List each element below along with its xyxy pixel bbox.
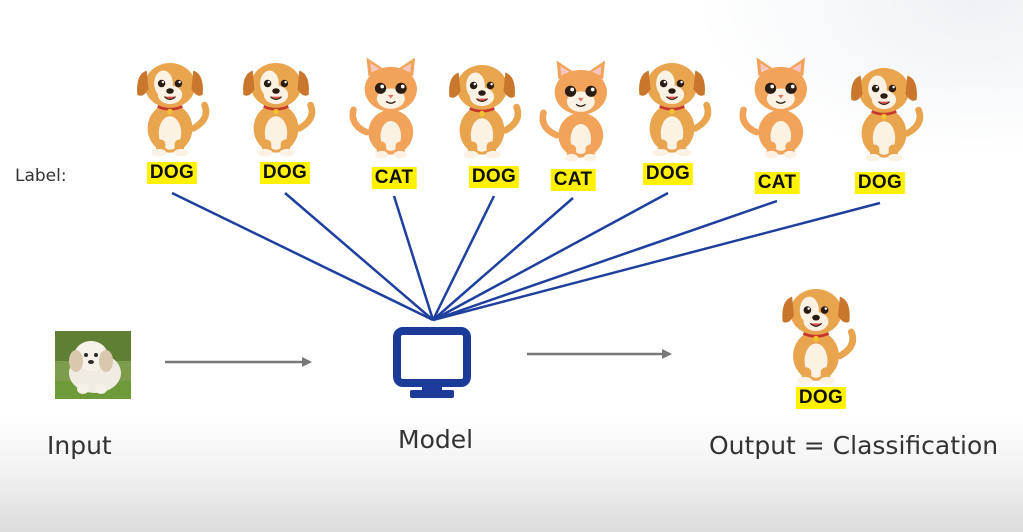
output-caption: Output = Classification xyxy=(709,431,999,460)
cat-icon xyxy=(346,52,430,167)
output-label: DOG xyxy=(795,387,847,409)
example-label: CAT xyxy=(550,169,596,191)
dog-icon xyxy=(630,50,714,165)
dog-icon xyxy=(234,50,318,165)
example-label: DOG xyxy=(468,166,520,188)
cat-icon xyxy=(736,52,820,167)
label-to-model-connectors xyxy=(171,191,881,322)
model-caption: Model xyxy=(398,425,474,454)
connector-line xyxy=(432,197,574,321)
example-label: CAT xyxy=(371,167,417,189)
monitor-icon xyxy=(393,327,471,398)
output-dog-icon xyxy=(773,276,859,393)
connector-line xyxy=(432,199,778,322)
dog-icon xyxy=(128,50,212,165)
cat-icon xyxy=(536,55,620,170)
connector-line xyxy=(432,191,669,322)
example-label: DOG xyxy=(146,162,198,184)
connector-line xyxy=(284,192,434,321)
dog-icon xyxy=(842,55,926,170)
example-label: CAT xyxy=(754,172,800,194)
puppy-photo xyxy=(55,331,131,399)
connector-line xyxy=(171,191,434,322)
label-caption: Label: xyxy=(15,166,67,186)
example-label: DOG xyxy=(259,162,311,184)
example-label: DOG xyxy=(642,163,694,185)
connector-line xyxy=(431,195,496,321)
connector-line xyxy=(392,195,435,321)
dog-icon xyxy=(440,52,524,167)
example-label: DOG xyxy=(854,172,906,194)
input-caption: Input xyxy=(47,431,112,460)
connector-line xyxy=(432,201,881,322)
